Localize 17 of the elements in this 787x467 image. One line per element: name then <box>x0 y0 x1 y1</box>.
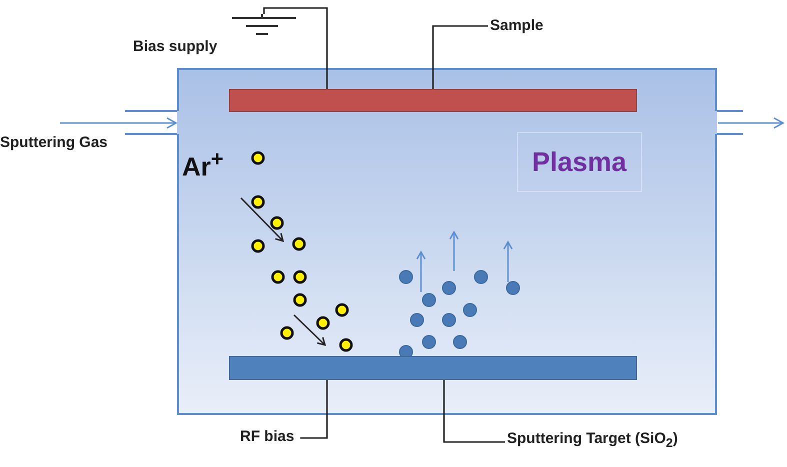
vacuum-chamber <box>177 68 717 415</box>
sample-plate <box>229 89 637 112</box>
leader-line <box>300 380 328 439</box>
argon-ion-label: Ar$^{+}$ <box>182 145 224 183</box>
gas-inlet-label: Sputtering Gas <box>0 134 108 152</box>
target-plate <box>229 356 637 380</box>
ground-symbol <box>230 14 298 38</box>
leader-line <box>443 380 505 443</box>
leader-line <box>432 25 488 89</box>
gas-outflow-arrow <box>718 117 784 129</box>
target-label: Sputtering Target (SiO$_{2}$) <box>507 430 678 452</box>
plasma-label: Plasma <box>517 132 642 192</box>
bias-supply-label: Bias supply <box>133 38 218 56</box>
gas-inflow-arrow <box>60 117 177 129</box>
rf-bias-label: RF bias <box>240 428 294 446</box>
sample-label: Sample <box>490 17 544 35</box>
bias-wire <box>263 7 328 89</box>
